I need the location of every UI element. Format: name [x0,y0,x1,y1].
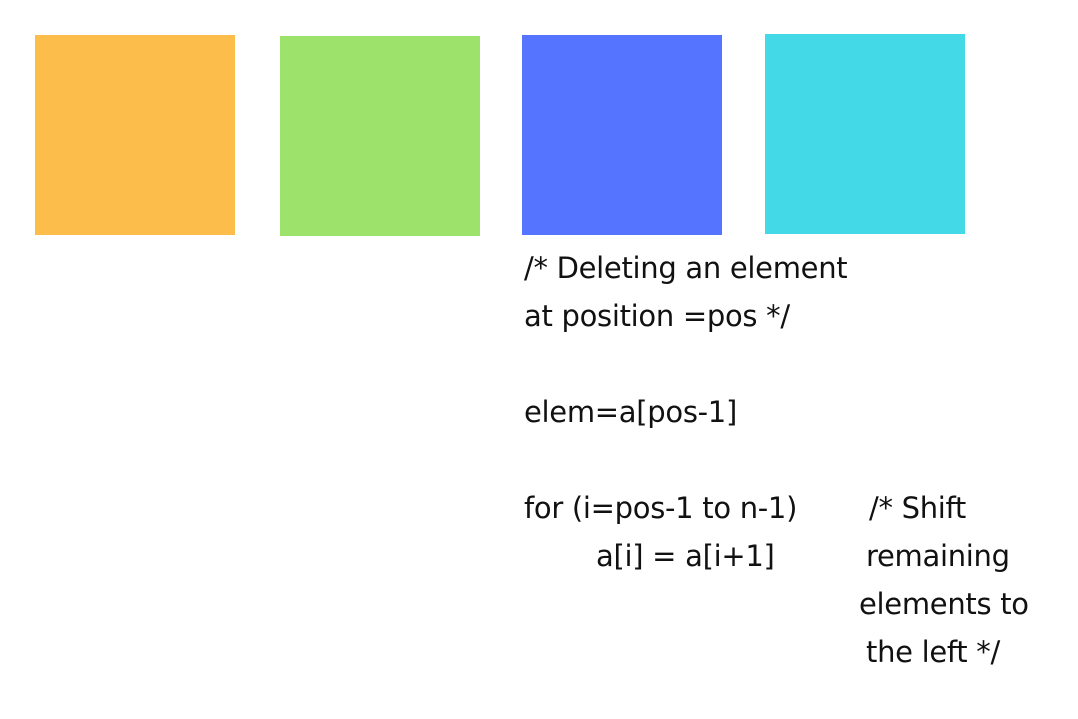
code-comment-line-1: /* Deleting an element [524,251,848,285]
code-for-loop: for (i=pos-1 to n-1) [524,491,798,525]
side-comment-line-1: /* Shift [869,491,967,525]
array-cell-green [280,36,480,236]
side-comment-line-2: remaining [866,539,1010,573]
code-elem-assignment: elem=a[pos-1] [524,395,737,429]
code-comment-line-2: at position =pos */ [524,299,790,333]
side-comment-line-4: the left */ [866,635,1000,669]
array-cell-blue [522,35,722,235]
array-cell-orange [35,35,235,235]
side-comment-line-3: elements to [859,587,1029,621]
array-cell-cyan [765,34,965,234]
code-loop-body: a[i] = a[i+1] [596,539,775,573]
